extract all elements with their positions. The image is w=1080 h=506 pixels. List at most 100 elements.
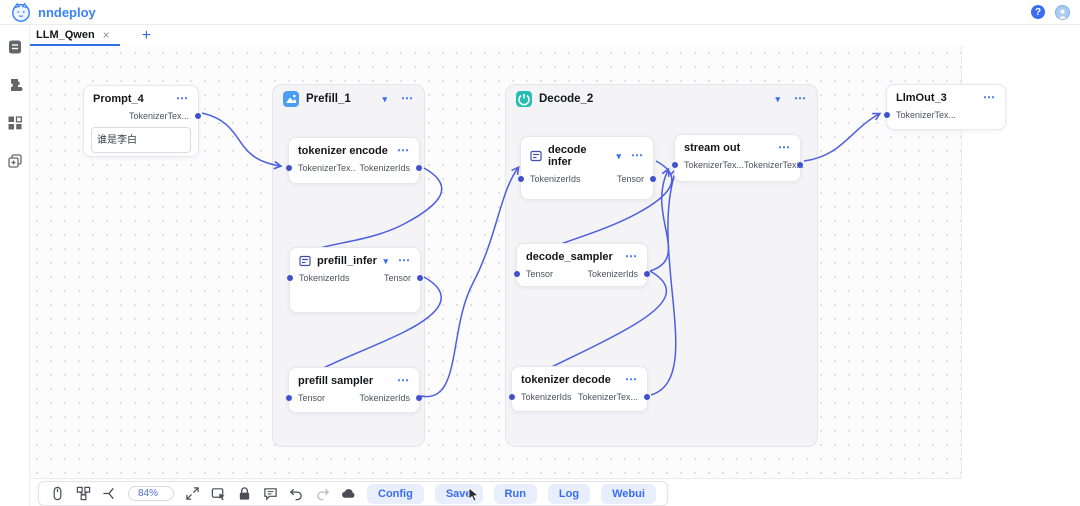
- input-port-label: Tensor: [526, 269, 553, 279]
- undo-icon[interactable]: [289, 486, 304, 501]
- node-decode-sampler[interactable]: decode_sampler ⋯ Tensor TokenizerIds: [516, 243, 648, 287]
- new-window-icon[interactable]: [7, 153, 23, 169]
- node-title: Prompt_4: [93, 93, 144, 105]
- output-port-label: TokenizerTex...: [578, 392, 638, 402]
- top-bar: nndeploy ?: [0, 0, 1080, 25]
- input-port-label: TokenizerIds: [530, 174, 581, 184]
- nndeploy-logo-icon: [10, 1, 32, 23]
- input-port-label: TokenizerIds: [521, 392, 572, 402]
- infer-icon: [530, 150, 542, 162]
- node-title: prefill_infer: [317, 255, 377, 267]
- more-menu-icon[interactable]: ⋯: [631, 152, 644, 159]
- node-tokenizer-decode[interactable]: tokenizer decode ⋯ TokenizerIds Tokenize…: [511, 366, 648, 412]
- log-button[interactable]: Log: [548, 484, 590, 504]
- collapse-caret-icon[interactable]: ▾: [775, 94, 780, 105]
- output-port-dot[interactable]: [417, 275, 423, 281]
- output-port-dot[interactable]: [416, 165, 422, 171]
- more-menu-icon[interactable]: ⋯: [176, 95, 189, 102]
- output-port-label: TokenizerIds: [587, 269, 638, 279]
- mouse-mode-icon[interactable]: [50, 486, 65, 501]
- more-menu-icon[interactable]: ⋯: [794, 95, 807, 102]
- cloud-download-icon[interactable]: [341, 486, 356, 501]
- node-llm-out[interactable]: LlmOut_3 ⋯ TokenizerTex...: [886, 84, 1006, 130]
- run-button[interactable]: Run: [494, 484, 537, 504]
- output-port-label: TokenizerTex...: [744, 160, 804, 170]
- webui-button[interactable]: Webui: [601, 484, 656, 504]
- node-prefill-infer[interactable]: prefill_infer ▾ ⋯ TokenizerIds Tensor: [289, 247, 421, 313]
- node-prefill-sampler[interactable]: prefill sampler ⋯ Tensor TokenizerIds: [288, 367, 420, 413]
- user-avatar-icon[interactable]: [1055, 5, 1070, 20]
- input-port-label: TokenizerTex...: [684, 160, 744, 170]
- left-sidebar: [0, 25, 30, 506]
- output-port-label: TokenizerIds: [359, 393, 410, 403]
- node-stream-out[interactable]: stream out ⋯ TokenizerTex... TokenizerTe…: [674, 134, 801, 182]
- input-port-dot[interactable]: [514, 271, 520, 277]
- brand: nndeploy: [10, 1, 96, 23]
- collapse-caret-icon[interactable]: ▾: [382, 94, 387, 105]
- output-port-dot[interactable]: [416, 395, 422, 401]
- collapse-branch-icon[interactable]: [102, 486, 117, 501]
- tab-label: LLM_Qwen: [36, 29, 95, 41]
- input-port-dot[interactable]: [287, 275, 293, 281]
- infer-icon: [299, 255, 311, 267]
- node-title: stream out: [684, 142, 740, 154]
- tab-llm-qwen[interactable]: LLM_Qwen ×: [30, 25, 120, 46]
- save-button[interactable]: Save: [435, 484, 483, 504]
- input-port-dot[interactable]: [286, 395, 292, 401]
- input-port-dot[interactable]: [672, 162, 678, 168]
- workflow-journal-icon[interactable]: [7, 39, 23, 55]
- node-decode-infer[interactable]: decode infer ▾ ⋯ TokenizerIds Tensor: [520, 136, 654, 200]
- decode-group-icon: [516, 91, 532, 107]
- input-port-dot[interactable]: [884, 112, 890, 118]
- config-button[interactable]: Config: [367, 484, 424, 504]
- node-title: tokenizer encode: [298, 145, 388, 157]
- input-port-label: TokenizerTex...: [896, 110, 956, 120]
- node-tokenizer-encode[interactable]: tokenizer encode ⋯ TokenizerTex.. Tokeni…: [288, 137, 420, 184]
- lock-icon[interactable]: [237, 486, 252, 501]
- more-menu-icon[interactable]: ⋯: [778, 144, 791, 151]
- plugin-puzzle-icon[interactable]: [7, 77, 23, 93]
- bottom-toolbar: 84% Config Save Run Log Webui: [38, 481, 668, 506]
- brand-name: nndeploy: [38, 5, 96, 20]
- output-port-dot[interactable]: [644, 394, 650, 400]
- help-icon[interactable]: ?: [1031, 5, 1045, 19]
- output-port-dot[interactable]: [195, 113, 201, 119]
- more-menu-icon[interactable]: ⋯: [397, 377, 410, 384]
- redo-icon[interactable]: [315, 486, 330, 501]
- input-port-label: TokenizerTex..: [298, 163, 356, 173]
- more-menu-icon[interactable]: ⋯: [397, 147, 410, 154]
- select-area-icon[interactable]: [211, 486, 226, 501]
- tab-close-icon[interactable]: ×: [103, 28, 110, 42]
- collapse-caret-icon[interactable]: ▾: [383, 256, 388, 267]
- output-port-label: TokenizerIds: [359, 163, 410, 173]
- input-port-dot[interactable]: [286, 165, 292, 171]
- collapse-caret-icon[interactable]: ▾: [616, 151, 621, 162]
- zoom-level-input[interactable]: 84%: [128, 486, 174, 501]
- more-menu-icon[interactable]: ⋯: [625, 253, 638, 260]
- more-menu-icon[interactable]: ⋯: [983, 94, 996, 101]
- comment-icon[interactable]: [263, 486, 278, 501]
- node-title: LlmOut_3: [896, 92, 947, 104]
- more-menu-icon[interactable]: ⋯: [398, 257, 411, 264]
- output-port-dot[interactable]: [797, 162, 803, 168]
- add-tab-icon[interactable]: +: [142, 28, 151, 44]
- input-port-dot[interactable]: [518, 176, 524, 182]
- more-menu-icon[interactable]: ⋯: [625, 376, 638, 383]
- input-port-dot[interactable]: [509, 394, 515, 400]
- more-menu-icon[interactable]: ⋯: [401, 95, 414, 102]
- node-prompt[interactable]: Prompt_4 ⋯ TokenizerTex... 谁是李白: [83, 85, 199, 157]
- node-title: prefill sampler: [298, 375, 373, 387]
- group-title: Prefill_1: [306, 93, 351, 105]
- tab-strip: LLM_Qwen × +: [30, 25, 1080, 46]
- output-port-label: Tensor: [384, 273, 411, 283]
- node-blocks-icon[interactable]: [7, 115, 23, 131]
- input-port-label: Tensor: [298, 393, 325, 403]
- output-port-label: Tensor: [617, 174, 644, 184]
- output-port-dot[interactable]: [644, 271, 650, 277]
- node-title: decode_sampler: [526, 251, 613, 263]
- layout-flow-icon[interactable]: [76, 486, 91, 501]
- fullscreen-icon[interactable]: [185, 486, 200, 501]
- prompt-text-input[interactable]: 谁是李白: [91, 127, 191, 153]
- output-port-dot[interactable]: [650, 176, 656, 182]
